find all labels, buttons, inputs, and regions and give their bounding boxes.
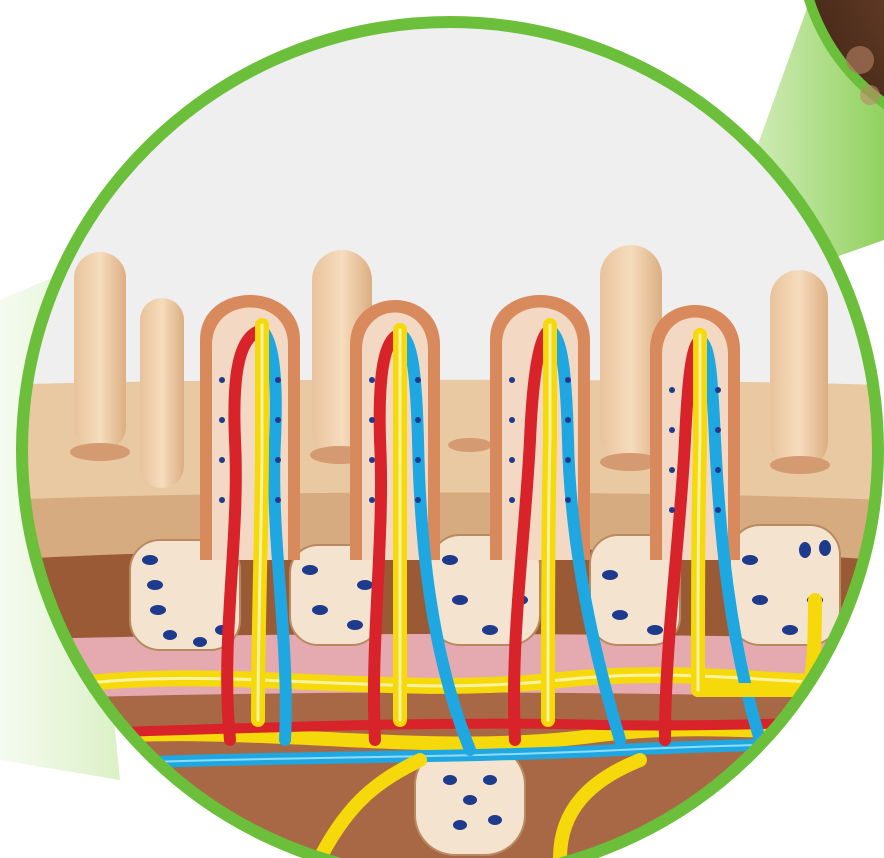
intestinal-villi-illustration <box>0 0 884 858</box>
